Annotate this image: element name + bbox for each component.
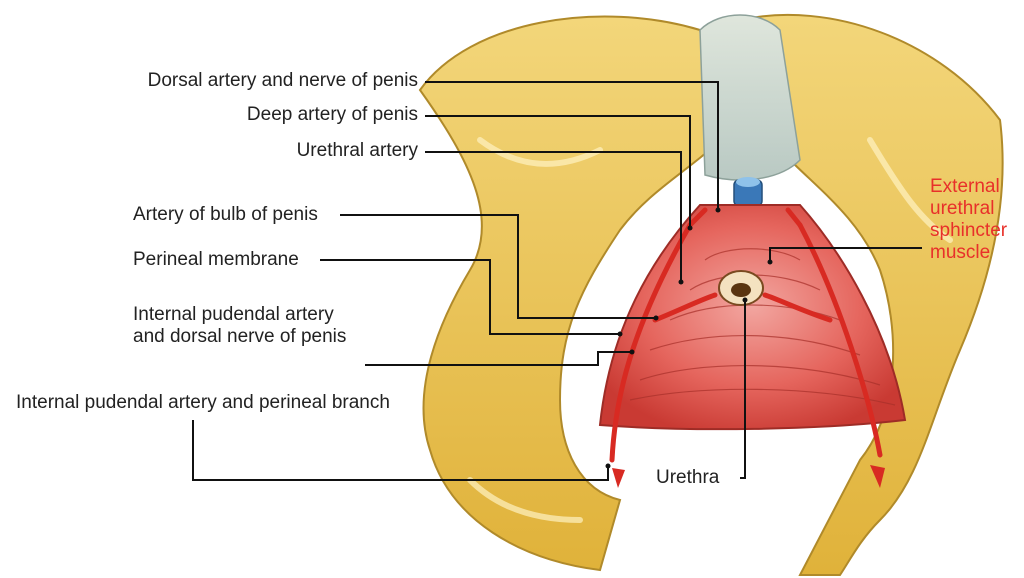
label-internal-pudendal-dorsal-line2: and dorsal nerve of penis	[133, 326, 347, 347]
leader-artery-bulb	[340, 214, 656, 319]
label-internal-pudendal-dorsal-line1: Internal pudendal artery	[133, 304, 334, 325]
label-external-sphincter-line4: muscle	[930, 242, 991, 263]
leader-dots	[605, 207, 773, 469]
leader-perineal-membrane	[320, 259, 620, 335]
leader-external-sphincter	[769, 247, 922, 262]
leader-lines	[192, 81, 922, 481]
leader-dorsal	[425, 81, 719, 210]
label-urethra: Urethra	[656, 467, 720, 488]
leader-internal-pudendal-perineal	[192, 420, 609, 481]
artery-stump-left	[612, 468, 625, 488]
label-perineal-membrane: Perineal membrane	[133, 249, 299, 270]
leader-deep	[425, 115, 691, 228]
leader-internal-pudendal-dorsal	[365, 351, 632, 366]
label-external-sphincter-line2: urethral	[930, 198, 995, 219]
label-artery-bulb: Artery of bulb of penis	[133, 204, 318, 225]
label-external-sphincter-line3: sphincter	[930, 220, 1008, 241]
bone-texture	[467, 137, 953, 523]
label-external-sphincter-line1: External	[930, 176, 1000, 197]
label-urethral-artery: Urethral artery	[296, 140, 418, 161]
pubic-symphysis	[699, 14, 801, 181]
pelvic-bone-right	[738, 13, 1004, 576]
leader-urethral-artery	[425, 151, 682, 282]
label-deep-artery: Deep artery of penis	[246, 104, 418, 125]
label-dorsal-artery-nerve: Dorsal artery and nerve of penis	[147, 70, 418, 91]
label-internal-pudendal-perineal: Internal pudendal artery and perineal br…	[16, 392, 390, 413]
artery-stump-right	[870, 465, 885, 488]
leader-urethra	[740, 300, 746, 479]
arteries	[609, 207, 883, 463]
